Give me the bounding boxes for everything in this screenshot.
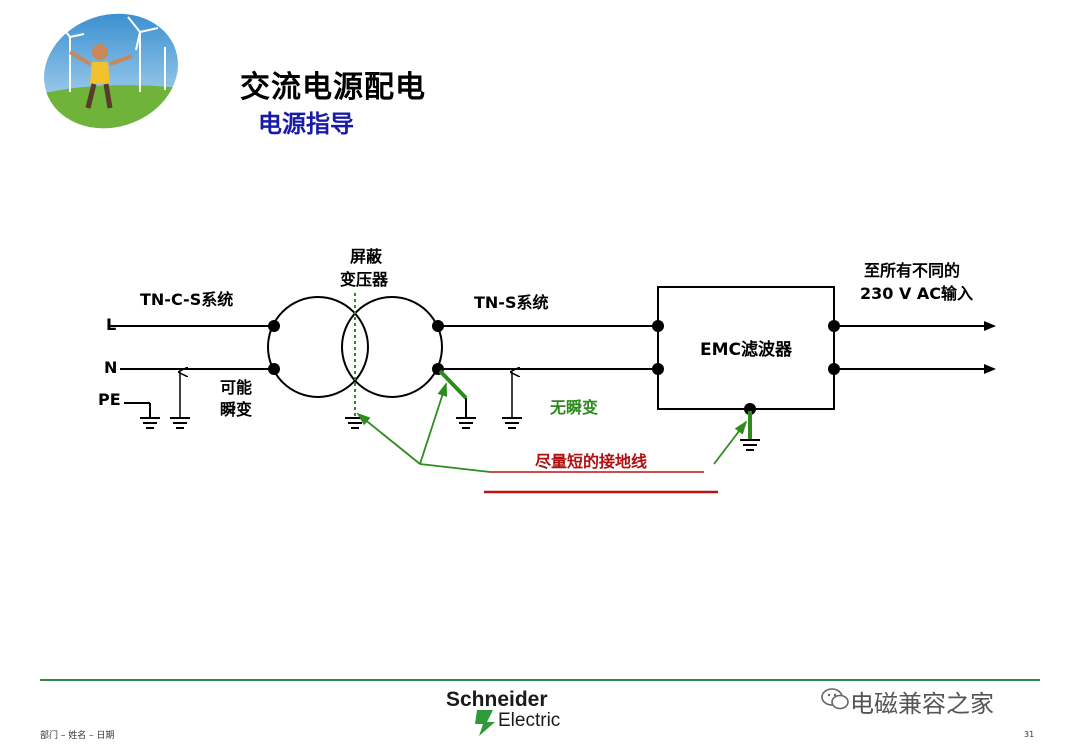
- label-output-1: 至所有不同的: [864, 261, 960, 280]
- short-ground-icon: [438, 369, 476, 429]
- page-number: 31: [1024, 730, 1035, 739]
- label-transient-2: 瞬变: [220, 400, 252, 419]
- footer-department-name-date: 部门 – 姓名 – 日期: [40, 731, 115, 741]
- label-pe: PE: [98, 390, 121, 409]
- slide-title: 交流电源配电: [240, 70, 426, 105]
- transient-arrow-icon: [170, 372, 190, 429]
- label-tn-c-s: TN-C-S系统: [140, 290, 233, 309]
- label-shield-1: 屏蔽: [350, 247, 383, 266]
- label-n: N: [104, 358, 117, 377]
- footer-divider: [40, 679, 1040, 681]
- emc-ground-icon: [740, 411, 760, 451]
- brand-name-electric: Electric: [498, 710, 561, 731]
- schneider-logo-icon: [475, 710, 495, 736]
- green-pointer-arrows: [356, 382, 748, 473]
- emc-filter-box: [652, 286, 840, 415]
- wechat-icon: [821, 688, 849, 710]
- brand-name-schneider: Schneider: [446, 688, 548, 711]
- label-output-2: 230 V AC输入: [860, 284, 973, 303]
- logo-photo: [40, 12, 182, 130]
- watermark-text: 电磁兼容之家: [850, 690, 994, 718]
- label-l: L: [106, 315, 116, 334]
- label-short-ground: 尽量短的接地线: [535, 452, 647, 471]
- label-shield-2: 变压器: [340, 270, 389, 289]
- label-no-transient: 无瞬变: [549, 398, 598, 417]
- label-emc-filter: EMC滤波器: [700, 339, 793, 360]
- slide-subtitle: 电源指导: [258, 110, 354, 138]
- shielded-transformer: [267, 293, 444, 429]
- label-transient-1: 可能: [220, 378, 252, 397]
- no-transient-arrow-icon: [502, 372, 522, 429]
- pe-ground-icon: [124, 402, 160, 429]
- label-tn-s: TN-S系统: [474, 293, 548, 312]
